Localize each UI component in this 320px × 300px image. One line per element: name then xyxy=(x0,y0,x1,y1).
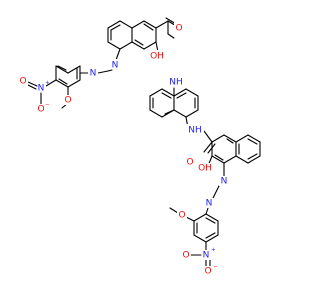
n-azo-bottom-2: N xyxy=(206,199,213,209)
n-azo-top-1: N xyxy=(112,61,119,71)
o-nitro-top-2: O xyxy=(37,105,44,115)
o-nitro-bottom-2: O xyxy=(204,267,211,277)
n-azo-bottom-1: N xyxy=(221,177,228,187)
nh-bottom: NH xyxy=(188,126,202,136)
o-carbonyl-bottom: O xyxy=(186,158,193,168)
oh-bottom: OH xyxy=(198,164,212,174)
minus-top: − xyxy=(45,102,50,108)
molecule-diagram: O OH NH N N O N + O O − NH O OH N N xyxy=(18,17,261,277)
oh-top: OH xyxy=(150,52,164,62)
top-naphthalene-ring xyxy=(107,20,157,50)
bottom-naphthalene-ring xyxy=(211,134,261,164)
o-methoxy-top: O xyxy=(64,96,71,106)
o-nitro-top-1: O xyxy=(19,77,26,87)
o-nitro-bottom-1: O xyxy=(182,251,189,261)
plus-bottom: + xyxy=(211,247,216,253)
bottom-amide xyxy=(203,130,225,154)
central-naphthalene-ring xyxy=(149,88,199,118)
nh-top: NH xyxy=(169,78,183,88)
minus-bottom: − xyxy=(213,264,218,270)
plus-top: + xyxy=(45,80,50,86)
structure-svg: O OH NH N N O N + O O − NH O OH N N xyxy=(18,17,261,277)
n-nitro-top: N xyxy=(38,84,45,94)
o-carbonyl-top: O xyxy=(175,24,182,34)
top-azo xyxy=(97,48,121,74)
atom-labels: O OH NH N N O N + O O − NH O OH N N xyxy=(18,22,229,277)
n-nitro-bottom: N xyxy=(203,251,210,261)
o-methoxy-bottom: O xyxy=(178,211,185,221)
bottom-aryl-ring xyxy=(169,207,219,267)
n-azo-top-2: N xyxy=(90,69,97,79)
